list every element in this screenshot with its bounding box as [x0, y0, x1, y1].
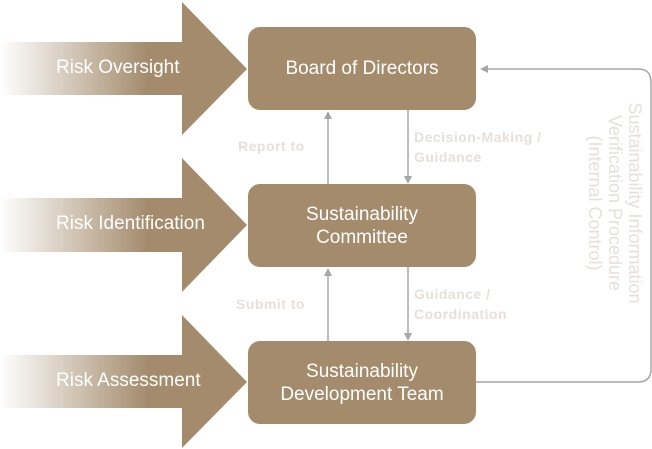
submit-to-label: Submit to — [236, 296, 306, 312]
risk-identification-arrow — [0, 158, 247, 292]
verification-connector — [476, 65, 652, 383]
board-label: Board of Directors — [285, 58, 439, 79]
team-label-2: Development Team — [280, 383, 444, 405]
guidance-coordination-label: Guidance /Coordination — [414, 286, 508, 322]
committee-label-1: Sustainability — [306, 203, 418, 225]
risk-assessment-label: Risk Assessment — [56, 370, 201, 391]
report-to-label: Report to — [238, 138, 305, 154]
board-of-directors-box: Board of Directors — [248, 27, 476, 110]
team-label-1: Sustainability — [306, 360, 418, 382]
decision-making-label: Decision-Making /Guidance — [414, 129, 542, 165]
risk-identification-label: Risk Identification — [56, 213, 205, 234]
risk-assessment-arrow — [0, 315, 247, 448]
verification-procedure-label: Sustainability Information Verification … — [585, 102, 645, 304]
risk-oversight-label: Risk Oversight — [56, 57, 180, 78]
risk-oversight-arrow — [0, 2, 247, 135]
committee-label-2: Committee — [316, 226, 408, 248]
